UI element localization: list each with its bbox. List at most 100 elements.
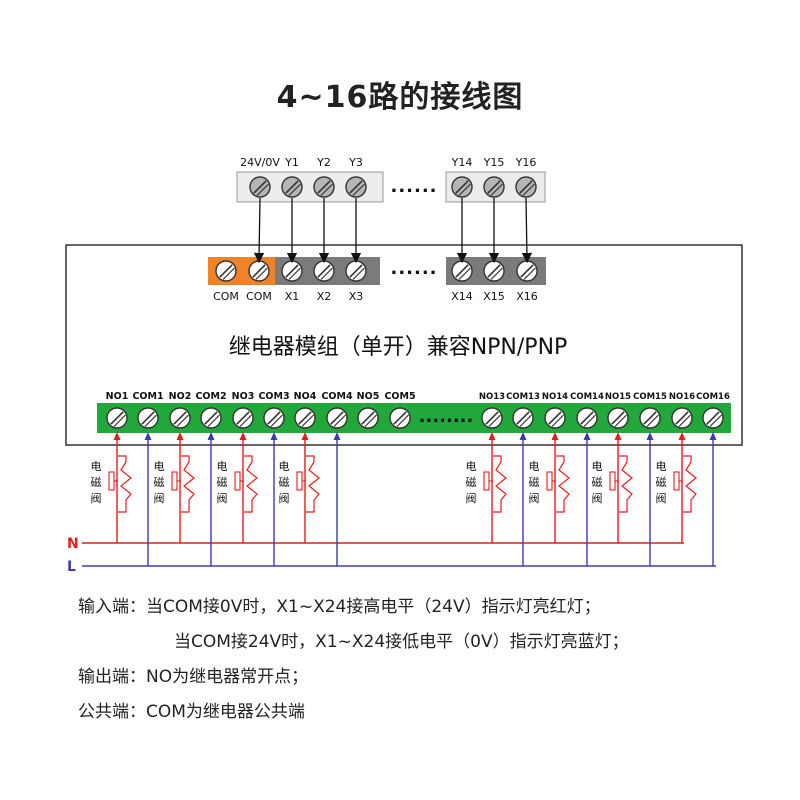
output-terminal-screw: [169, 407, 191, 429]
valve-label: 电: [529, 460, 540, 473]
valve-label: 电: [656, 460, 667, 473]
module-input-label: X1: [285, 290, 300, 303]
output-label: COM2: [195, 391, 226, 402]
output-terminal-screw: [106, 407, 128, 429]
output-label: COM4: [321, 391, 353, 402]
output-label: COM13: [506, 392, 540, 402]
valve-label: 阀: [279, 491, 290, 505]
notes: 输入端：当COM接0V时，X1~X24接高电平（24V）指示灯亮红灯； 当COM…: [78, 590, 778, 730]
module-input-label: X2: [317, 290, 332, 303]
valve-label: 电: [279, 460, 290, 473]
note-common: 公共端：COM为继电器公共端: [78, 702, 305, 722]
output-label: NO3: [232, 391, 255, 402]
output-ellipsis: ........: [419, 406, 474, 427]
output-terminal-screw: [702, 407, 724, 429]
module-input-screw: [248, 260, 270, 282]
module-input-label: X16: [516, 290, 538, 303]
output-terminal-screw: [607, 407, 629, 429]
output-label: NO1: [106, 391, 129, 402]
output-label: NO16: [669, 392, 695, 402]
output-terminal-screw: [544, 407, 566, 429]
input-terminal-label: Y1: [284, 156, 299, 169]
module-input-label: COM: [213, 290, 239, 303]
module-input-screw: [516, 260, 538, 282]
solenoid-valve-circuit: 电磁阀: [529, 432, 591, 566]
valve-label: 电: [217, 460, 228, 473]
valve-label: 磁: [217, 476, 228, 489]
output-terminal-screw: [357, 407, 379, 429]
valve-label: 阀: [466, 491, 477, 505]
module-input-label: X15: [483, 290, 505, 303]
output-label: NO2: [169, 391, 192, 402]
solenoid-valve-circuit: 电磁阀: [592, 432, 654, 566]
valve-label: 阀: [656, 491, 667, 505]
page-title: 4~16路的接线图: [276, 80, 524, 115]
module-input-screw: [215, 260, 237, 282]
output-label: NO13: [479, 392, 505, 402]
valve-label: 阀: [217, 491, 228, 505]
input-terminal-screw: [483, 176, 505, 198]
solenoid-valve-circuit: 电磁阀: [656, 432, 717, 566]
output-terminal-screw: [137, 407, 159, 429]
input-terminal-screw: [451, 176, 473, 198]
solenoid-valve-circuit: 电磁阀: [91, 432, 152, 566]
module-input-screw: [451, 260, 473, 282]
solenoid-valve-circuit: 电磁阀: [466, 432, 527, 566]
module-input-screw: [281, 260, 303, 282]
valve-label: 阀: [592, 491, 603, 505]
output-terminal-screw: [294, 407, 316, 429]
solenoid-valve-circuit: 电磁阀: [154, 432, 215, 566]
input-terminal-label: Y2: [316, 156, 331, 169]
input-terminal-screw: [249, 176, 271, 198]
output-terminal-screw: [326, 407, 348, 429]
line-label: L: [67, 559, 76, 575]
input-terminal-screw: [313, 176, 335, 198]
output-label: NO5: [357, 391, 380, 402]
valve-label: 阀: [154, 491, 165, 505]
solenoid-valve-circuit: 电磁阀: [279, 432, 341, 566]
output-terminal-screw: [481, 407, 503, 429]
output-label: COM3: [258, 391, 289, 402]
input-terminal-ellipsis: ......: [390, 176, 437, 197]
output-terminal-screw: [671, 407, 693, 429]
note-input: 输入端：当COM接0V时，X1~X24接高电平（24V）指示灯亮红灯；: [78, 597, 601, 617]
output-label: COM14: [570, 392, 604, 402]
input-terminal-screw: [281, 176, 303, 198]
output-terminal-screw: [639, 407, 661, 429]
valve-label: 磁: [529, 476, 540, 489]
input-terminal-screw: [345, 176, 367, 198]
output-label: COM16: [696, 392, 730, 402]
solenoid-valve-circuit: 电磁阀: [217, 432, 278, 566]
valve-label: 电: [154, 460, 165, 473]
output-label: COM1: [132, 391, 163, 402]
output-terminal-screw: [232, 407, 254, 429]
output-label: COM5: [384, 391, 415, 402]
module-input-screw: [345, 260, 367, 282]
output-label: NO15: [605, 392, 631, 402]
output-label: NO14: [542, 392, 568, 402]
output-terminal-screw: [389, 407, 411, 429]
valve-label: 磁: [656, 476, 667, 489]
output-label: NO4: [294, 391, 317, 402]
neutral-label: N: [67, 536, 79, 552]
module-input-label: COM: [246, 290, 272, 303]
module-input-screw: [483, 260, 505, 282]
module-input-label: X14: [451, 290, 473, 303]
valve-label: 磁: [592, 476, 603, 489]
output-terminal-screw: [200, 407, 222, 429]
output-terminal-screw: [512, 407, 534, 429]
output-terminal-screw: [263, 407, 285, 429]
output-terminal-strip: [97, 403, 731, 433]
input-wire: [253, 197, 265, 264]
valve-label: 磁: [279, 476, 290, 489]
note-output: 输出端：NO为继电器常开点；: [78, 667, 309, 687]
output-terminal-screw: [576, 407, 598, 429]
valve-label: 电: [466, 460, 477, 473]
module-input-ellipsis: ......: [390, 258, 437, 279]
input-wire: [521, 197, 533, 264]
input-terminal-screw: [515, 176, 537, 198]
input-terminal-label: Y3: [348, 156, 363, 169]
module-input-label: X3: [349, 290, 364, 303]
input-terminal-label: Y15: [483, 156, 505, 169]
valve-label: 磁: [91, 476, 102, 489]
